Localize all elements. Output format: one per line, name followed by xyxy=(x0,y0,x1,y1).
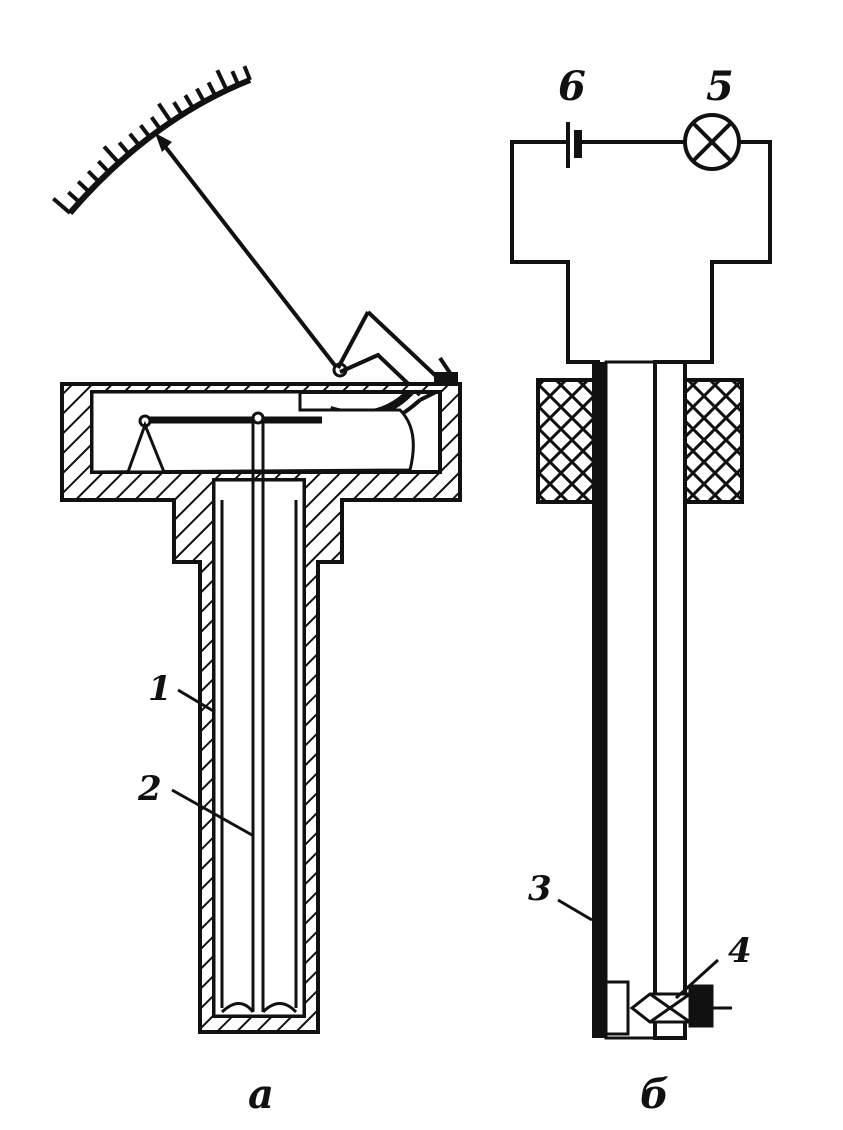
callout-5: 5 xyxy=(706,63,734,110)
pointer-needle xyxy=(155,133,348,378)
dial-tick xyxy=(195,87,206,103)
lever-arm xyxy=(125,411,322,474)
tube-1 xyxy=(212,478,306,1018)
callout-3: 3 xyxy=(528,869,552,909)
dial-tick xyxy=(128,132,141,147)
callout-6: 6 xyxy=(558,63,586,110)
dial-tick xyxy=(117,141,131,156)
dial-tick xyxy=(242,65,252,81)
lamp-icon xyxy=(683,113,741,171)
circuit-wire xyxy=(510,140,772,368)
panel-b-contact-thermometer: 3 4 5 6 б xyxy=(510,63,772,1118)
panel-a-thermometer: 1 2 а xyxy=(52,65,462,1118)
dial-tick xyxy=(215,69,229,92)
dial-tick xyxy=(206,81,218,97)
callout-2: 2 xyxy=(137,769,162,809)
callout-1: 1 xyxy=(148,669,172,709)
dial-tick xyxy=(86,169,101,184)
dial-tick xyxy=(96,159,111,174)
caption-b: б xyxy=(640,1071,669,1118)
callout-4: 4 xyxy=(728,931,752,971)
dial-tick xyxy=(52,197,72,215)
dial-tick xyxy=(67,190,81,204)
dial-tick xyxy=(183,94,195,110)
dial-tick xyxy=(76,180,91,194)
glass-tube xyxy=(604,360,658,1040)
dial-scale xyxy=(52,65,252,215)
dial-tick xyxy=(172,101,184,116)
dial-tick xyxy=(149,116,162,131)
dial-tick xyxy=(230,70,241,86)
contact-screw-4 xyxy=(604,980,732,1036)
caption-a: а xyxy=(248,1071,274,1118)
dial-tick xyxy=(139,124,152,139)
dial-ticks xyxy=(52,65,252,215)
electrode-3 xyxy=(592,362,606,1038)
rod-2 xyxy=(220,418,298,1014)
contact-rod xyxy=(653,360,687,1040)
dial-tick xyxy=(157,102,173,124)
dial-tick xyxy=(102,145,121,165)
battery-icon xyxy=(566,122,582,168)
